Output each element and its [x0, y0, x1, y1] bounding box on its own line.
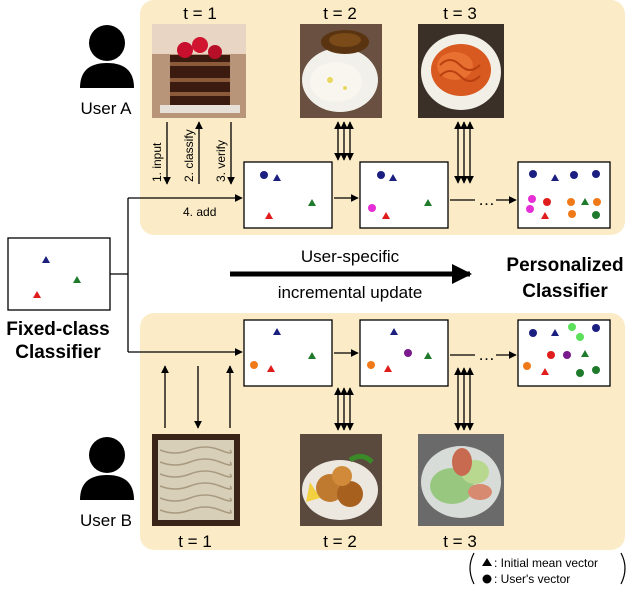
step-add-label: 4. add	[183, 205, 216, 219]
user-a-label: User A	[80, 99, 132, 118]
salad-photo-icon	[418, 434, 504, 526]
fixed-navy-triangle	[42, 256, 50, 263]
fried-chicken-photo-icon	[300, 434, 382, 526]
fixed-red-triangle	[33, 291, 41, 298]
b-t1-label: t = 1	[178, 532, 212, 551]
personalized-line1: Personalized	[506, 255, 623, 276]
update-label-line1: User-specific	[301, 247, 400, 266]
user-a-icon	[80, 25, 134, 88]
soba-noodles-photo-icon	[152, 434, 240, 526]
step-classify-label: 2. classify	[182, 129, 196, 182]
b-ellipsis: …	[478, 345, 495, 364]
fixed-classifier-box	[7, 237, 111, 311]
fixed-green-triangle	[73, 276, 81, 283]
b-t2-label: t = 2	[323, 532, 357, 551]
legend-circle-label: : User's vector	[494, 572, 570, 586]
user-b-label: User B	[80, 511, 132, 530]
a-t3-label: t = 3	[443, 4, 477, 23]
step-verify-label: 3. verify	[214, 140, 228, 182]
a-t2-label: t = 2	[323, 4, 357, 23]
personalized-line2: Classifier	[522, 281, 608, 302]
update-label-line2: incremental update	[278, 283, 423, 302]
cake-photo-icon	[152, 24, 246, 118]
curry-rice-photo-icon	[300, 24, 382, 118]
step-input-label: 1. input	[150, 142, 164, 182]
spaghetti-photo-icon	[418, 24, 504, 118]
a-classifier-t1	[243, 161, 333, 229]
legend: : Initial mean vector : User's vector	[469, 552, 626, 586]
user-b-icon	[80, 437, 134, 500]
b-classifier-t1	[243, 319, 333, 387]
a-t1-label: t = 1	[183, 4, 217, 23]
a-classifier-t2	[359, 161, 449, 229]
b-t3-label: t = 3	[443, 532, 477, 551]
legend-triangle-icon	[482, 558, 492, 566]
a-ellipsis: …	[478, 190, 495, 209]
legend-circle-icon	[482, 574, 492, 584]
legend-triangle-label: : Initial mean vector	[494, 556, 598, 570]
fixed-classifier-line1: Fixed-class	[6, 319, 110, 340]
fixed-classifier-line2: Classifier	[15, 342, 101, 363]
